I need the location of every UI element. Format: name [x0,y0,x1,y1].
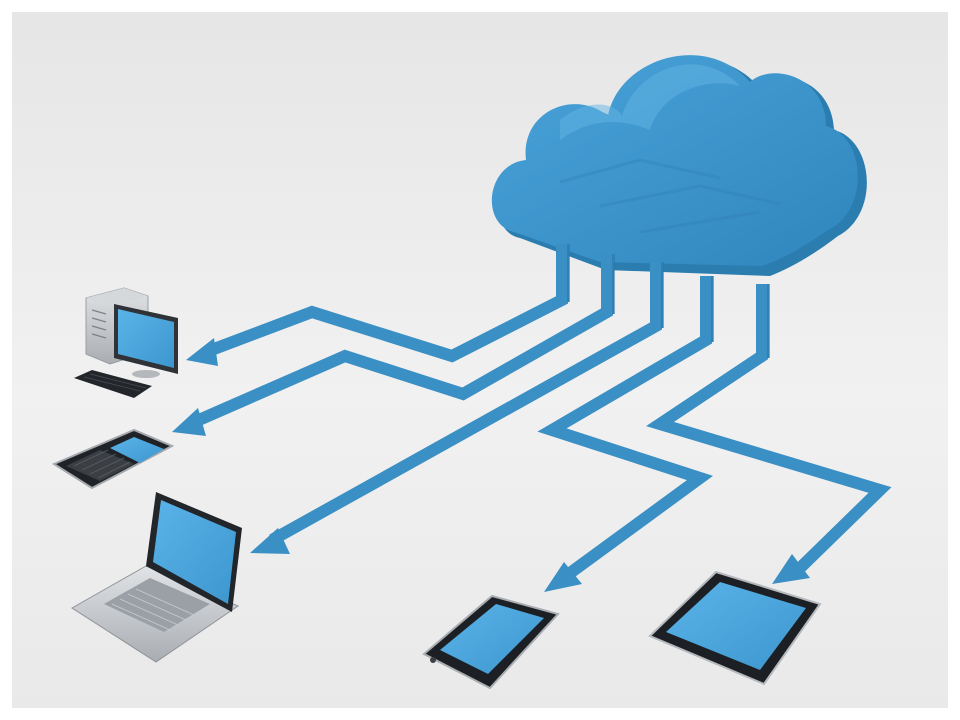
laptop-screen [153,500,236,604]
feature-phone-screen [110,437,164,463]
arrow-head-tablet [772,554,810,584]
arrow-head-laptop [250,528,290,554]
cloud-icon [491,55,867,358]
feature-phone-icon [51,428,175,490]
tablet-icon [648,570,822,686]
cloud-highlight [560,64,740,140]
desktop-computer-icon [74,287,178,398]
desktop-screen [118,309,174,368]
smartphone-screen [440,604,544,674]
tablet-screen [666,582,806,670]
cloud-reflection [559,158,781,234]
arrow-head-desktop [186,338,218,366]
cloud-pillars [556,244,769,358]
arrow-head-smartphone [544,562,582,592]
arrow-head-feature-phone [172,408,206,436]
feature-phone-keypad [66,450,134,481]
laptop-icon [71,492,242,663]
smartphone-icon [422,594,560,690]
